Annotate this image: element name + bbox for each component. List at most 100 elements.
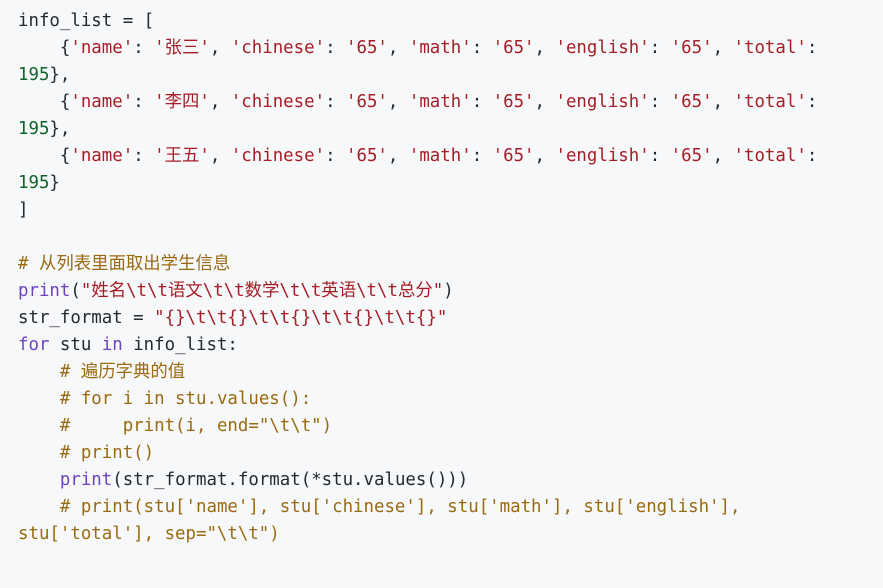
code-token-string: 'math' (408, 146, 472, 166)
code-token-string: 'english' (555, 146, 650, 166)
code-line: {'name': '李四', 'chinese': '65', 'math': … (18, 89, 865, 116)
code-token-plain: info_list = [ (18, 11, 155, 31)
code-token-comment: # 遍历字典的值 (59, 362, 186, 382)
code-token-plain (18, 497, 60, 517)
code-token-plain: , (712, 92, 734, 112)
code-line: # for i in stu.values(): (18, 386, 865, 413)
code-line: print(str_format.format(*stu.values())) (18, 467, 865, 494)
code-line: info_list = [ (18, 8, 865, 35)
code-token-plain: ) (443, 281, 454, 301)
code-token-plain: : (471, 146, 493, 166)
code-token-plain (18, 389, 60, 409)
code-token-plain: ] (18, 200, 29, 220)
code-token-plain (18, 443, 60, 463)
code-token-string: 'name' (70, 38, 134, 58)
code-token-plain: , (209, 146, 231, 166)
code-line: # print(i, end="\t\t") (18, 413, 865, 440)
code-token-plain: , (534, 146, 556, 166)
code-token-plain: , (387, 38, 409, 58)
code-token-plain: , (387, 146, 409, 166)
code-token-string: 'total' (733, 146, 807, 166)
code-token-plain: : (806, 38, 818, 58)
code-token-plain: } (49, 173, 60, 193)
code-token-string: 'math' (408, 92, 472, 112)
code-token-comment: # print() (59, 443, 155, 463)
code-token-plain: : (133, 92, 155, 112)
code-token-plain: , (209, 92, 231, 112)
code-token-plain: : (649, 38, 671, 58)
code-token-plain: , (534, 92, 556, 112)
code-token-string: '65' (492, 38, 535, 58)
code-token-plain: : (806, 146, 818, 166)
code-token-plain: { (18, 146, 71, 166)
code-token-plain: , (712, 38, 734, 58)
code-token-string: '65' (492, 146, 535, 166)
code-token-string: '65' (346, 92, 388, 112)
code-token-plain: info_list: (122, 335, 238, 355)
code-token-plain: : (325, 38, 347, 58)
code-token-string: '李四' (154, 92, 210, 112)
code-token-plain: : (133, 38, 155, 58)
code-token-plain: : (649, 92, 671, 112)
code-token-plain: }, (49, 119, 71, 139)
code-token-number: 195 (18, 173, 50, 193)
code-line: # print(stu['name'], stu['chinese'], stu… (18, 494, 865, 521)
code-token-plain (18, 470, 60, 490)
code-line: stu['total'], sep="\t\t") (18, 521, 865, 548)
code-line: # 遍历字典的值 (18, 359, 865, 386)
code-token-plain: : (325, 92, 347, 112)
code-token-plain: { (18, 92, 71, 112)
code-token-plain: , (712, 146, 734, 166)
code-token-builtin: print (59, 470, 113, 490)
code-token-comment: # 从列表里面取出学生信息 (18, 254, 231, 274)
code-token-string: 'chinese' (230, 38, 326, 58)
code-token-string: 'chinese' (230, 146, 326, 166)
code-token-comment: # for i in stu.values(): (59, 389, 312, 409)
code-token-plain: stu (49, 335, 102, 355)
code-token-plain: , (534, 38, 556, 58)
code-token-plain: ( (70, 281, 81, 301)
code-token-string: '65' (670, 38, 713, 58)
code-line: 195}, (18, 62, 865, 89)
code-token-plain: : (471, 38, 493, 58)
code-token-string: '王五' (154, 146, 210, 166)
code-token-plain: str_format = (18, 308, 155, 328)
code-token-string: '65' (670, 92, 713, 112)
code-line: 195} (18, 170, 865, 197)
code-token-plain: { (18, 38, 71, 58)
code-token-plain: : (325, 146, 347, 166)
code-token-number: 195 (18, 65, 50, 85)
code-line: {'name': '王五', 'chinese': '65', 'math': … (18, 143, 865, 170)
code-token-string: 'math' (408, 38, 472, 58)
code-line: str_format = "{}\t\t{}\t\t{}\t\t{}\t\t{}… (18, 305, 865, 332)
code-token-string: '65' (492, 92, 535, 112)
code-token-string: '65' (346, 38, 388, 58)
code-token-plain: }, (49, 65, 71, 85)
code-line: # 从列表里面取出学生信息 (18, 251, 865, 278)
code-token-string: '65' (670, 146, 713, 166)
code-line: ] (18, 197, 865, 224)
code-token-plain: (str_format.format(*stu.values())) (112, 470, 469, 490)
code-token-plain (18, 416, 60, 436)
code-token-plain: : (133, 146, 155, 166)
code-token-comment: stu['total'], sep="\t\t") (18, 524, 280, 544)
code-line: print("姓名\t\t语文\t\t数学\t\t英语\t\t总分") (18, 278, 865, 305)
code-token-plain: : (806, 92, 818, 112)
code-token-plain: , (209, 38, 231, 58)
code-line (18, 224, 865, 251)
code-token-string: 'total' (733, 92, 807, 112)
code-line: {'name': '张三', 'chinese': '65', 'math': … (18, 35, 865, 62)
code-token-string: 'name' (70, 146, 134, 166)
code-token-string: 'chinese' (230, 92, 326, 112)
code-token-keyword: in (101, 335, 123, 355)
code-token-string: '张三' (154, 38, 210, 58)
code-line: # print() (18, 440, 865, 467)
code-token-plain: : (649, 146, 671, 166)
code-token-string: 'total' (733, 38, 807, 58)
code-token-string: 'english' (555, 92, 650, 112)
code-token-plain: , (387, 92, 409, 112)
code-token-string: "姓名\t\t语文\t\t数学\t\t英语\t\t总分" (80, 281, 444, 301)
code-token-plain (18, 362, 60, 382)
code-line: for stu in info_list: (18, 332, 865, 359)
code-token-number: 195 (18, 119, 50, 139)
